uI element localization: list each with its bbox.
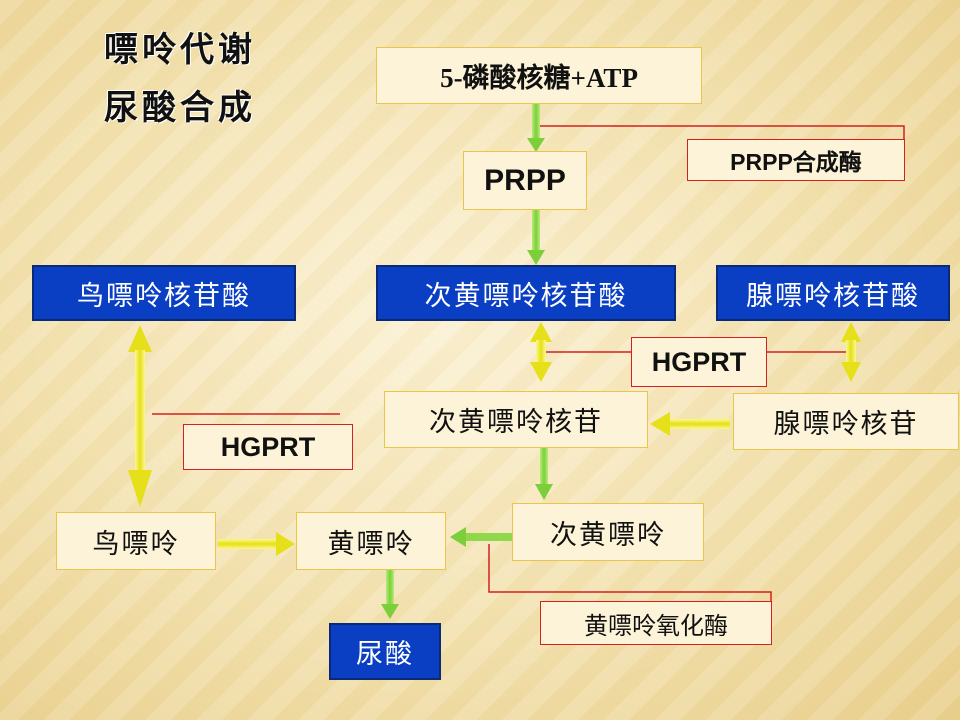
node-uric-acid: 尿酸 xyxy=(329,623,441,680)
arrow-prpp-to-imp xyxy=(527,210,545,265)
xanthine-oxidase-line xyxy=(488,544,772,601)
title-line-1: 嘌呤代谢 xyxy=(104,30,256,70)
node-adenosine: 腺嘌呤核苷 xyxy=(733,393,959,450)
title-line-2: 尿酸合成 xyxy=(104,88,256,128)
enzyme-hgprt-left: HGPRT xyxy=(183,424,353,470)
enzyme-lines xyxy=(152,125,905,601)
arrow-guanine-to-xanthine xyxy=(218,532,295,556)
node-gmp: 鸟嘌呤核苷酸 xyxy=(32,265,296,321)
node-amp: 腺嘌呤核苷酸 xyxy=(716,265,950,321)
arrow-xanthine-to-uric-acid xyxy=(381,570,399,619)
arrow-amp-adenosine xyxy=(841,322,861,382)
node-xanthine: 黄嘌呤 xyxy=(296,512,446,570)
enzyme-prpp-synthase: PRPP合成酶 xyxy=(687,139,905,181)
enzyme-xanthine-oxidase: 黄嘌呤氧化酶 xyxy=(540,601,772,645)
prpp-synthase-line xyxy=(540,125,905,139)
arrow-imp-inosine xyxy=(530,322,552,382)
arrow-inosine-to-hypoxanthine xyxy=(535,448,553,500)
node-hypoxanthine: 次黄嘌呤 xyxy=(512,503,704,561)
enzyme-hgprt-right: HGPRT xyxy=(631,337,767,387)
arrow-hypoxanthine-to-xanthine xyxy=(450,527,512,547)
arrow-adenosine-to-inosine xyxy=(650,412,730,436)
node-ribose-atp: 5-磷酸核糖+ATP xyxy=(376,47,702,104)
node-imp: 次黄嘌呤核苷酸 xyxy=(376,265,676,321)
arrow-gmp-guanine xyxy=(128,325,152,507)
node-inosine: 次黄嘌呤核苷 xyxy=(384,391,648,448)
node-prpp: PRPP xyxy=(463,151,587,210)
arrow-ribose-to-prpp xyxy=(527,104,545,152)
node-guanine: 鸟嘌呤 xyxy=(56,512,216,570)
